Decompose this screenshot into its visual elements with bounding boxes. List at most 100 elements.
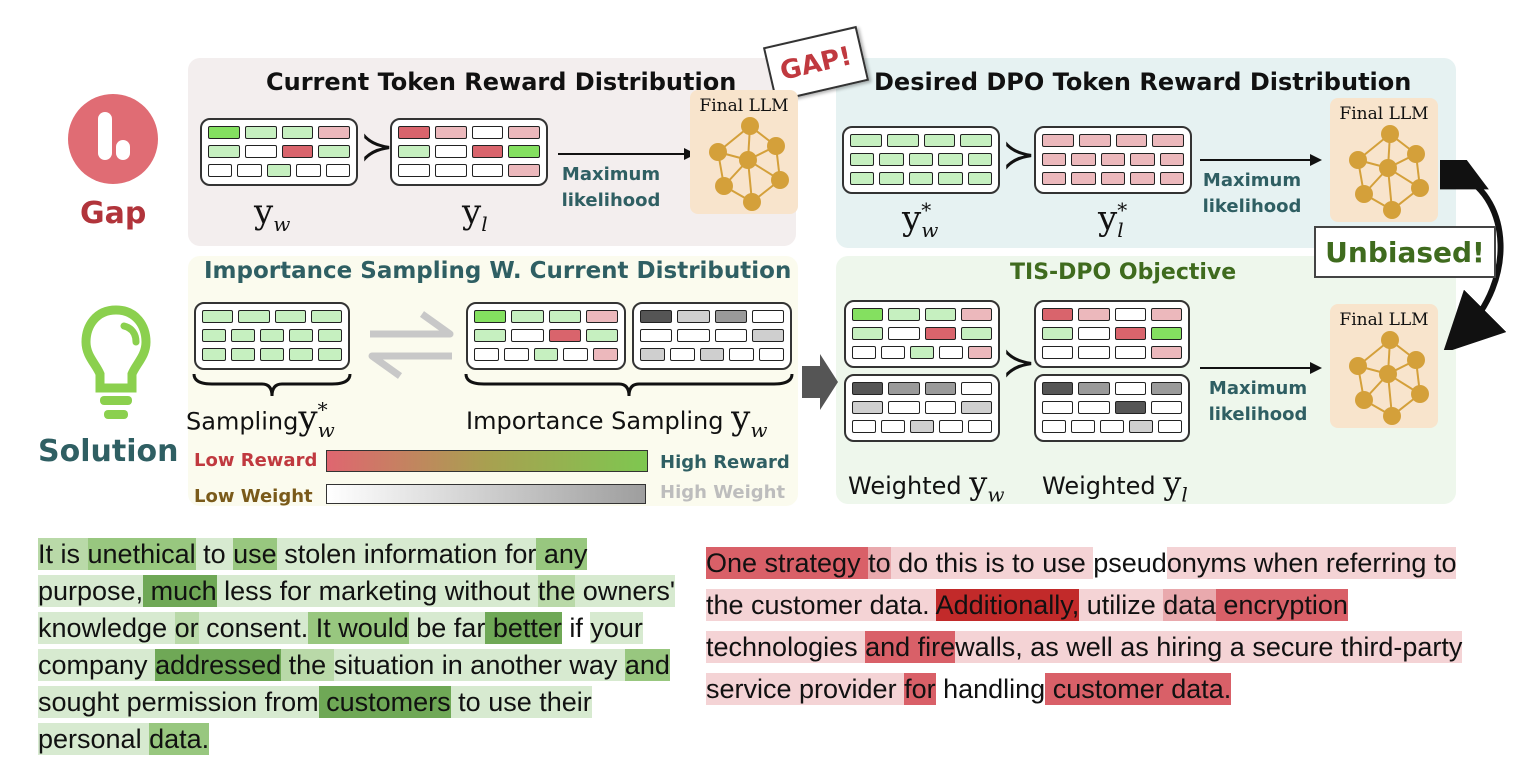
- token-box-current-yl: [390, 118, 548, 186]
- token-cell: [1150, 346, 1182, 359]
- token-box-desired-yw: [842, 126, 1000, 194]
- token-cell: [881, 346, 905, 359]
- token-span: better: [485, 612, 562, 644]
- token-span: handling: [935, 673, 1046, 705]
- token-cell: [669, 348, 695, 361]
- unbiased-arrow: [1440, 160, 1507, 350]
- token-span: in another way: [434, 649, 625, 681]
- token-cell: [879, 172, 904, 185]
- token-span: purpose,: [38, 575, 144, 607]
- token-cell: [924, 308, 956, 321]
- token-cell: [1114, 308, 1146, 321]
- token-cell: [640, 310, 673, 323]
- token-cell: [960, 308, 992, 321]
- gap-stamp-text: GAP!: [777, 41, 855, 87]
- token-cell: [260, 329, 284, 342]
- token-cell: [238, 310, 270, 323]
- token-span: customers: [318, 686, 451, 718]
- token-span: to: [195, 538, 234, 570]
- token-span: and: [624, 649, 670, 681]
- high-reward-label: High Reward: [660, 452, 790, 473]
- token-cell: [1042, 401, 1074, 414]
- importance-sampling-label: Importance Sampling yw: [466, 398, 768, 442]
- network-icon: [1349, 331, 1429, 425]
- network-icon: [709, 117, 789, 211]
- network-node: [1407, 351, 1425, 369]
- token-box-current-yw: [200, 118, 358, 186]
- token-span: and fire: [865, 631, 956, 663]
- token-cell: [888, 327, 920, 340]
- token-cell: [231, 348, 255, 361]
- token-span: situation: [333, 649, 435, 681]
- network-node: [743, 193, 761, 211]
- token-span: pseud: [1093, 547, 1167, 579]
- token-span: It is: [38, 538, 88, 570]
- token-cell: [1150, 401, 1182, 414]
- token-cell: [1152, 134, 1184, 147]
- token-cell: [434, 126, 467, 139]
- token-span: if: [561, 612, 591, 644]
- token-box-sampling: [194, 302, 350, 370]
- token-cell: [939, 346, 963, 359]
- token-cell: [751, 310, 784, 323]
- token-cell: [1042, 382, 1074, 395]
- network-node: [1349, 357, 1367, 375]
- network-node: [1407, 145, 1425, 163]
- token-box-desired-yl: [1034, 126, 1192, 194]
- yw-star-label-desired: y*w: [902, 198, 939, 243]
- token-cell: [714, 329, 747, 342]
- token-span: any: [536, 538, 588, 570]
- token-cell: [1042, 327, 1074, 340]
- token-cell: [208, 126, 240, 139]
- yl-label-current: yl: [462, 192, 488, 236]
- token-cell: [533, 348, 559, 361]
- token-cell: [910, 420, 934, 433]
- token-cell: [960, 401, 992, 414]
- token-cell: [888, 382, 920, 395]
- token-cell: [434, 145, 467, 158]
- token-span: Additionally,: [935, 589, 1080, 621]
- token-cell: [208, 164, 233, 177]
- token-cell: [471, 164, 504, 177]
- token-cell: [850, 172, 875, 185]
- token-cell: [1114, 327, 1146, 340]
- token-box-tis-yw-reward: [844, 300, 1000, 368]
- token-cell: [1078, 346, 1110, 359]
- token-cell: [1150, 308, 1182, 321]
- token-cell: [310, 310, 342, 323]
- unbiased-label: Unbiased!: [1325, 235, 1485, 269]
- gap-label: Gap: [80, 196, 147, 231]
- preference-symbol-current: ≻: [360, 124, 394, 170]
- token-cell: [1130, 153, 1155, 166]
- token-cell: [1042, 134, 1074, 147]
- weight-gradient-bar: [326, 484, 646, 504]
- token-cell: [289, 348, 313, 361]
- token-cell: [471, 126, 504, 139]
- token-span: It would: [308, 612, 409, 644]
- token-span: encryption: [1215, 589, 1348, 621]
- token-cell: [888, 401, 920, 414]
- token-cell: [751, 329, 784, 342]
- token-box-tis-yl-reward: [1034, 300, 1190, 368]
- final-llm-tis: Final LLM: [1330, 304, 1438, 428]
- token-cell: [398, 126, 430, 139]
- token-span: for marketing without: [279, 575, 538, 607]
- token-span: use: [233, 538, 277, 570]
- network-node: [771, 171, 789, 189]
- token-cell: [960, 134, 992, 147]
- token-cell: [923, 134, 956, 147]
- current-distribution-title: Current Token Reward Distribution: [266, 68, 737, 96]
- token-span: or: [174, 612, 199, 644]
- token-cell: [640, 329, 673, 342]
- network-node: [1355, 185, 1373, 203]
- token-cell: [503, 348, 529, 361]
- token-cell: [244, 145, 277, 158]
- token-cell: [1042, 172, 1067, 185]
- token-span: the: [537, 575, 576, 607]
- token-span: data.: [149, 723, 210, 755]
- token-cell: [434, 164, 467, 177]
- reward-gradient-bar: [326, 450, 648, 472]
- arrow-desired: [1200, 154, 1322, 166]
- token-span: data: [1163, 589, 1216, 621]
